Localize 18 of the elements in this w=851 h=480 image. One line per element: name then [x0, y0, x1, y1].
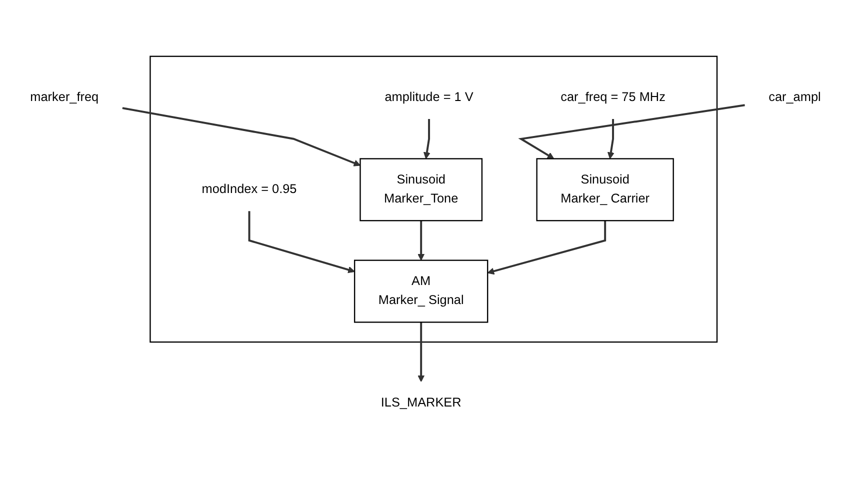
arrow: [122, 106, 361, 166]
node-box: Sinusoid Marker_Tone: [360, 158, 483, 221]
arrow: [418, 322, 425, 382]
arrow: [607, 118, 614, 159]
arrow: [423, 118, 430, 159]
node-text: marker_freq: [30, 90, 99, 104]
node-box: Sinusoid Marker_ Carrier: [536, 158, 674, 221]
arrow: [418, 220, 425, 260]
arrow: [518, 104, 745, 159]
node-text: amplitude = 1 V: [384, 90, 474, 104]
node-box: AM Marker_ Signal: [354, 259, 488, 322]
node-text: car_ampl: [768, 90, 821, 104]
node-text: ILS_MARKER: [380, 396, 462, 410]
cluster: [150, 55, 718, 342]
arrow: [487, 220, 606, 274]
node-text: car_freq = 75 MHz: [560, 90, 666, 104]
node-text: modIndex = 0.95: [202, 182, 297, 196]
arrow: [248, 210, 355, 273]
